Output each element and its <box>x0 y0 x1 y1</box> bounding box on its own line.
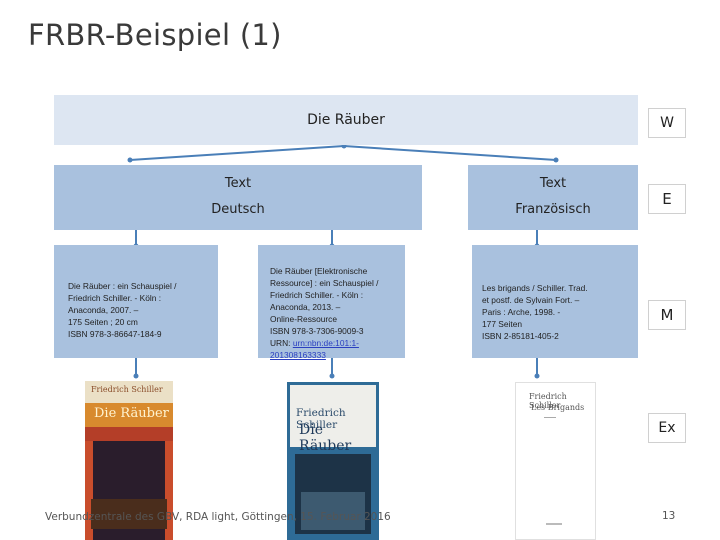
level-item-marker: Ex <box>648 413 686 443</box>
page-number: 13 <box>662 510 675 522</box>
manifestation-line: 175 Seiten ; 20 cm <box>68 316 176 328</box>
urn-link-continued[interactable]: 201308163333 <box>270 349 378 361</box>
manifestation-line: ISBN 2-85181-405-2 <box>482 330 588 342</box>
expression-box-french: Text Französisch <box>468 165 638 230</box>
manifestation-line: Paris : Arche, 1998. - <box>482 306 588 318</box>
manifestation-line: ISBN 978-3-7306-9009-3 <box>270 325 378 337</box>
urn-line: URN: urn:nbn:de:101:1- <box>270 337 378 349</box>
expression-form: Text <box>54 176 422 191</box>
level-expression-marker: E <box>648 184 686 214</box>
manifestation-line: Anaconda, 2013. – <box>270 301 378 313</box>
expression-language: Französisch <box>468 202 638 217</box>
manifestation-line: Ressource] : ein Schauspiel / <box>270 277 378 289</box>
book-cover-title: Die Räuber <box>94 406 169 421</box>
expression-language: Deutsch <box>54 202 422 217</box>
manifestation-line: Friedrich Schiller. - Köln : <box>68 292 176 304</box>
manifestation-line: Friedrich Schiller. - Köln : <box>270 289 378 301</box>
level-work-marker: W <box>648 108 686 138</box>
slide-footer: Verbundzentrale des GBV, RDA light, Gött… <box>45 511 391 523</box>
book-cover-title: Die Räuber <box>299 422 379 454</box>
work-label: Die Räuber <box>307 112 385 128</box>
manifestation-line: Die Räuber [Elektronische <box>270 265 378 277</box>
urn-link[interactable]: urn:nbn:de:101:1- <box>293 338 359 348</box>
book-cover-french-print: Friedrich Schiller Les Brigands <box>515 382 596 540</box>
manifestation-line: Les brigands / Schiller. Trad. <box>482 282 588 294</box>
level-manifestation-marker: M <box>648 300 686 330</box>
manifestation-box-print-de: Die Räuber : ein Schauspiel / Friedrich … <box>54 245 218 358</box>
work-box: Die Räuber <box>54 95 638 145</box>
manifestation-line: ISBN 978-3-86647-184-9 <box>68 328 176 340</box>
manifestation-line: Die Räuber : ein Schauspiel / <box>68 280 176 292</box>
manifestation-line: et postf. de Sylvain Fort. – <box>482 294 588 306</box>
manifestation-line: Online-Ressource <box>270 313 378 325</box>
manifestation-box-print-fr: Les brigands / Schiller. Trad. et postf.… <box>472 245 638 358</box>
urn-prefix: URN: <box>270 338 293 348</box>
manifestation-line: Anaconda, 2007. – <box>68 304 176 316</box>
expression-form: Text <box>468 176 638 191</box>
expression-box-german: Text Deutsch <box>54 165 422 230</box>
book-cover-title: Les Brigands <box>531 403 584 412</box>
manifestation-box-online-de: Die Räuber [Elektronische Ressource] : e… <box>258 245 405 358</box>
manifestation-line: 177 Seiten <box>482 318 588 330</box>
book-cover-author: Friedrich Schiller <box>91 385 163 394</box>
